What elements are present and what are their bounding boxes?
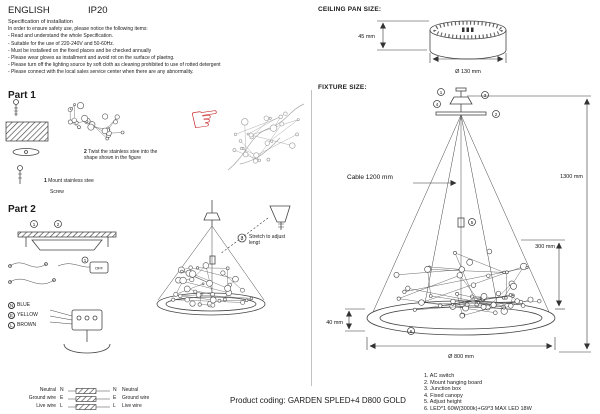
callout-5: 5 <box>471 220 474 225</box>
spec-item: - Please turn off the lighting source by… <box>8 62 221 69</box>
wire-legend-row: N BLUE <box>8 302 31 310</box>
canopy-mount-sketch: 1 2 <box>17 220 117 251</box>
step3-label: Stretch to adjust lengt <box>249 234 286 247</box>
parts-list: 1. AC switch 2. Mount hanging board 3. J… <box>424 373 532 413</box>
wiring-left-live: Live wire <box>36 403 56 409</box>
ceiling-pan-height-label: 45 mm <box>358 34 375 40</box>
product-coding-value: GARDEN SPLED+4 D800 GOLD <box>287 396 406 405</box>
total-height-label: 1300 mm <box>560 174 583 180</box>
step2-number: 2 <box>84 149 87 155</box>
terminal-block-sketch <box>68 388 110 410</box>
decoration-branch-sketch <box>227 103 305 171</box>
ip-rating-label: IP20 <box>88 5 108 16</box>
parts-list-item: 6. LED*1 60W(3000k)+G9*3 MAX LED 18W <box>424 405 532 412</box>
switch-step-number: 1 <box>84 258 87 263</box>
ceiling-pan-drawing: 45 mm Ø 130 mm <box>358 20 507 75</box>
fixture-size-title: FIXTURE SIZE: <box>318 84 367 91</box>
step3-number: 3 <box>241 236 244 242</box>
spec-item: - Suitable for the use of 220-240V and 5… <box>8 40 115 47</box>
terminal-letter-n: N <box>60 387 64 393</box>
spec-item: - Please wear gloves as installment and … <box>8 55 175 62</box>
wiring-left-ground: Ground wire <box>28 395 56 401</box>
spec-item: - Read and understand the whole Specific… <box>8 33 114 40</box>
canopy-step-2: 2 <box>57 222 60 227</box>
ceiling-pan-title: CEILING PAN SIZE: <box>318 6 382 13</box>
terminal-letter-n-right: N <box>113 387 117 393</box>
step1-number: 1 <box>44 178 47 184</box>
ring-thickness-label: 40 mm <box>326 320 343 326</box>
wire-color-brown: BROWN <box>17 322 37 328</box>
pointing-hand-icon: ☞ <box>187 98 223 140</box>
language-label: ENGLISH <box>8 5 50 16</box>
canopy-step-1: 1 <box>33 222 36 227</box>
pendant-sketch: 3 <box>156 200 291 316</box>
callout-2: 2 <box>495 112 498 117</box>
pendant-drawing <box>366 87 556 336</box>
terminal-letter-e: E <box>60 395 64 401</box>
junction-box-sketch <box>49 309 111 354</box>
parts-list-item: 5. Adjust height <box>424 399 462 406</box>
part1-title: Part 1 <box>8 90 36 101</box>
ceiling-pan-diameter-label: Ø 130 mm <box>455 69 481 75</box>
wiring-sketch: 1 OFF <box>8 256 109 285</box>
parts-list-item: 4. Fixed canopy <box>424 392 463 399</box>
fixture-callouts: 1 2 3 4 5 6 <box>407 88 500 335</box>
parts-list-item: 1. AC switch <box>424 373 455 379</box>
column-divider <box>311 90 312 386</box>
callout-6: 6 <box>410 329 413 334</box>
terminal-letter-l-right: L <box>113 403 116 409</box>
step1-label: 1 Mount stainless stee <box>44 178 94 184</box>
parts-list-item: 2. Mount hanging board <box>424 379 483 386</box>
product-coding-label: Product coding: <box>230 396 286 405</box>
mounting-plate-sketch <box>5 99 49 184</box>
callout-3: 3 <box>484 93 487 98</box>
ring-diameter-label: Ø 800 mm <box>448 354 474 360</box>
wire-letter-n: N <box>8 302 15 310</box>
wire-color-blue: BLUE <box>17 302 31 308</box>
wire-color-yellow: YELLOW <box>17 312 38 318</box>
spec-item: - Please connect with the local sales se… <box>8 69 194 76</box>
step2-label: 2 Twist the stainless stee into the shap… <box>84 149 158 162</box>
spec-title: Specification of installation <box>8 19 73 25</box>
wire-legend-row: E YELLOW <box>8 312 38 320</box>
spec-intro: In order to ensure safety use, please no… <box>8 26 148 33</box>
wiring-right-live: Live wire <box>122 403 142 409</box>
switch-off-label: OFF <box>95 266 104 271</box>
stainless-steel-chain-sketch <box>67 102 125 141</box>
part2-title: Part 2 <box>8 204 36 215</box>
parts-list-item: 3. Junction box <box>424 386 461 393</box>
wiring-right-ground: Ground wire <box>122 395 150 401</box>
fixture-diagram: 45 mm Ø 130 mm Cable 1200 mm <box>326 20 591 360</box>
wire-letter-l: L <box>8 322 15 330</box>
terminal-letter-l: L <box>60 403 63 409</box>
callout-4: 4 <box>436 102 439 107</box>
product-coding: Product coding: GARDEN SPLED+4 D800 GOLD <box>230 396 406 405</box>
callout-1: 1 <box>440 90 443 95</box>
deco-height-label: 300 mm <box>535 244 555 250</box>
terminal-letter-e-right: E <box>113 395 117 401</box>
spec-block: Specification of installation In order t… <box>8 19 308 77</box>
spec-item: - Must be installeed on the fixed places… <box>8 47 152 54</box>
wire-legend-row: L BROWN <box>8 322 37 330</box>
wiring-left-neutral: Neutral <box>39 387 56 393</box>
fixture-dimensions: Cable 1200 mm 1300 mm 300 mm 40 mm Ø 800… <box>326 95 591 360</box>
wire-letter-e: E <box>8 312 15 320</box>
screw-label: Screw <box>50 189 64 195</box>
cable-length-label: Cable 1200 mm <box>347 174 393 181</box>
wiring-right-neutral: Neutral <box>122 387 139 393</box>
